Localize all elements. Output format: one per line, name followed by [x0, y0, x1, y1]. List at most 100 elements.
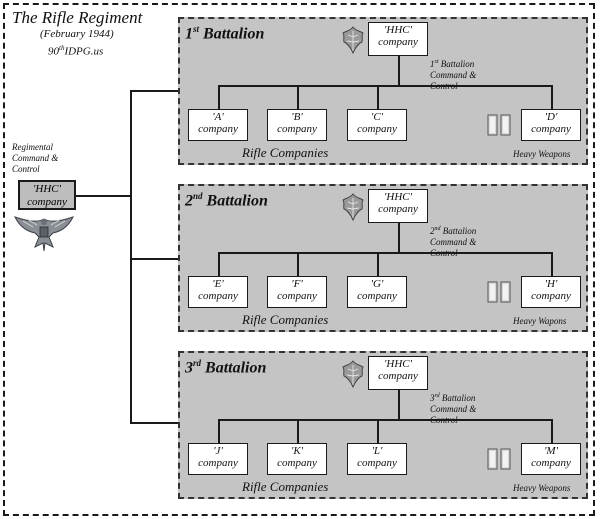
company-drop-line — [551, 85, 553, 109]
company-name: 'L' — [371, 445, 383, 457]
company-name: 'C' — [370, 111, 384, 123]
hhc-name: 'HHC' — [384, 191, 412, 203]
company-drop-line — [377, 419, 379, 443]
regimental-label-line: Control — [12, 164, 40, 174]
regiment-trunk — [130, 90, 132, 423]
hhc-type: company — [378, 36, 418, 48]
branch-battalion-1 — [130, 90, 178, 92]
company-box[interactable]: 'K' company — [267, 443, 327, 475]
battalion-name: Battalion — [206, 192, 268, 210]
company-name: 'A' — [212, 111, 224, 123]
company-name: 'G' — [370, 278, 384, 290]
company-box[interactable]: 'F' company — [267, 276, 327, 308]
company-drop-line — [551, 252, 553, 276]
battalion-title: 3rd Battalion — [185, 354, 266, 377]
battalion-3-panel: 3rd Battalion 'HHC' company 3rd Battalio… — [178, 351, 588, 499]
cc-ordinal: rd — [434, 393, 440, 399]
hhc-drop-line — [398, 223, 400, 253]
company-box[interactable]: 'E' company — [188, 276, 248, 308]
company-type: company — [531, 123, 571, 135]
regiment-connector — [76, 195, 131, 197]
company-box[interactable]: 'D' company — [521, 109, 581, 141]
company-drop-line — [218, 252, 220, 276]
hhc-drop-line — [398, 390, 400, 420]
captain-bars-icon — [487, 448, 511, 470]
branch-battalion-3 — [130, 422, 178, 424]
hhc-name: 'HHC' — [384, 24, 412, 36]
cc-number: 2 — [430, 226, 435, 236]
battalion-hhc-box[interactable]: 'HHC' company — [368, 356, 428, 390]
regimental-hhc-type: company — [27, 196, 67, 208]
company-name: 'F' — [291, 278, 303, 290]
battalion-hhc-box[interactable]: 'HHC' company — [368, 22, 428, 56]
heavy-weapons-label: Heavy Weapons — [513, 149, 571, 159]
regimental-hhc-name: 'HHC' — [33, 183, 61, 195]
battalion-command-label: 1st Battalion Command & Control — [430, 57, 476, 92]
company-box[interactable]: 'B' company — [267, 109, 327, 141]
company-drop-line — [377, 85, 379, 109]
company-bus-line — [218, 85, 552, 87]
company-name: 'M' — [544, 445, 558, 457]
captain-bars-icon — [487, 281, 511, 303]
cc-number: 1 — [430, 59, 435, 69]
battalion-ordinal: nd — [193, 191, 203, 201]
cc-number: 3 — [430, 393, 435, 403]
diagram-title: The Rifle Regiment — [12, 8, 143, 27]
company-type: company — [277, 290, 317, 302]
company-box[interactable]: 'M' company — [521, 443, 581, 475]
hhc-type: company — [378, 203, 418, 215]
diagram-frame — [3, 3, 595, 516]
cc-ordinal: st — [434, 59, 439, 65]
company-name: 'J' — [213, 445, 223, 457]
company-box[interactable]: 'L' company — [347, 443, 407, 475]
battalion-2-panel: 2nd Battalion 'HHC' company 2nd Battalio… — [178, 184, 588, 332]
battalion-title: 1st Battalion — [185, 20, 264, 43]
diagram-subtitle: (February 1944) — [40, 28, 114, 40]
cc-line: Command & — [430, 70, 477, 80]
company-box[interactable]: 'C' company — [347, 109, 407, 141]
cc-text: Battalion — [442, 226, 477, 236]
rifle-companies-label: Rifle Companies — [242, 145, 329, 160]
heavy-weapons-label: Heavy Wapons — [513, 316, 567, 326]
battalion-number: 1 — [185, 25, 193, 43]
battalion-hhc-box[interactable]: 'HHC' company — [368, 189, 428, 223]
company-drop-line — [551, 419, 553, 443]
captain-bars-icon — [487, 114, 511, 136]
company-box[interactable]: 'J' company — [188, 443, 248, 475]
regimental-label-line: Regimental — [12, 142, 53, 152]
company-drop-line — [297, 419, 299, 443]
company-type: company — [531, 290, 571, 302]
major-oak-leaf-icon — [342, 193, 364, 222]
cc-line: 3rd Battalion — [430, 391, 476, 404]
company-bus-line — [218, 252, 552, 254]
company-drop-line — [297, 85, 299, 109]
company-box[interactable]: 'A' company — [188, 109, 248, 141]
battalion-command-label: 2nd Battalion Command & Control — [430, 224, 476, 259]
battalion-number: 2 — [185, 192, 193, 210]
company-box[interactable]: 'H' company — [521, 276, 581, 308]
company-name: 'H' — [544, 278, 558, 290]
company-name: 'B' — [291, 111, 303, 123]
cc-ordinal: nd — [434, 226, 441, 232]
company-box[interactable]: 'G' company — [347, 276, 407, 308]
company-type: company — [198, 290, 238, 302]
source-label: 90thIDPG.us — [48, 42, 103, 59]
major-oak-leaf-icon — [342, 360, 364, 389]
regimental-hhc-box[interactable]: 'HHC' company — [18, 180, 76, 210]
company-name: 'E' — [212, 278, 224, 290]
branch-battalion-2 — [130, 258, 178, 260]
company-type: company — [198, 123, 238, 135]
company-drop-line — [218, 85, 220, 109]
hhc-type: company — [378, 370, 418, 382]
company-name: 'D' — [544, 111, 558, 123]
company-type: company — [277, 457, 317, 469]
source-ordinal: th — [59, 44, 65, 52]
cc-line: Command & — [430, 404, 477, 414]
battalion-name: Battalion — [203, 25, 265, 43]
battalion-title: 2nd Battalion — [185, 187, 268, 210]
rifle-companies-label: Rifle Companies — [242, 479, 329, 494]
regimental-command-label: Regimental Command & Control — [12, 142, 72, 175]
regimental-label-line: Command & — [12, 153, 59, 163]
company-type: company — [198, 457, 238, 469]
company-type: company — [357, 290, 397, 302]
